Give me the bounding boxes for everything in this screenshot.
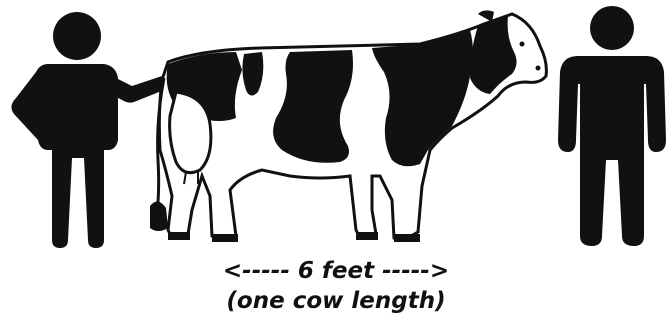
cow-tail-switch xyxy=(150,201,168,231)
right-person-icon xyxy=(558,6,666,246)
left-person-body xyxy=(11,64,118,248)
cow-eye xyxy=(520,42,525,47)
cow-ear xyxy=(478,10,494,22)
cow-nostril xyxy=(536,66,541,71)
left-person-head xyxy=(53,12,101,60)
cow-illustration xyxy=(150,10,546,242)
right-person-body xyxy=(558,56,666,246)
left-person-icon xyxy=(11,12,174,248)
cow-hooves xyxy=(168,232,420,242)
right-person-head xyxy=(590,6,634,50)
distance-label: <----- 6 feet -----> xyxy=(0,258,672,284)
cow-length-note: (one cow length) xyxy=(0,288,672,314)
